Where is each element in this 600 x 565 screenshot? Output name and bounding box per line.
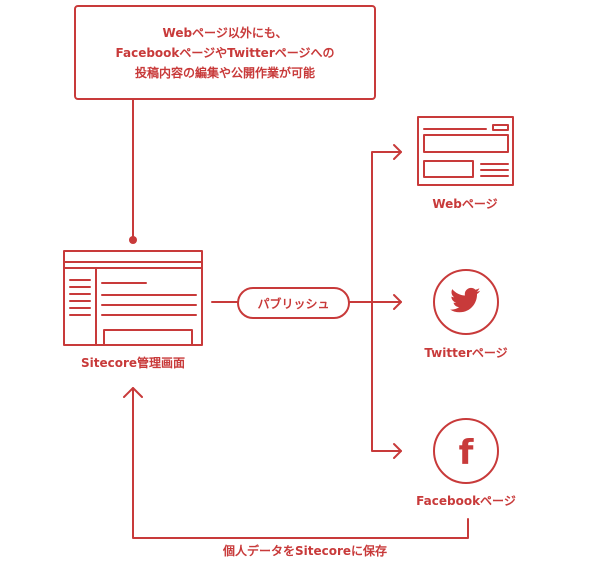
branch-connector-line <box>371 151 402 452</box>
web-page-icon <box>417 116 514 186</box>
facebook-arrowhead <box>393 443 402 459</box>
feedback-label: 個人データをSitecoreに保存 <box>180 543 430 559</box>
feedback-loop-line <box>132 387 469 539</box>
twitter-arrowhead <box>393 294 402 310</box>
feedback-arrowhead <box>123 387 143 398</box>
web-arrowhead <box>393 144 402 160</box>
publish-pill: パブリッシュ <box>237 287 350 319</box>
note-line-1: Webページ以外にも、 <box>162 25 288 40</box>
twitter-bird-icon <box>433 269 499 335</box>
web-label: Webページ <box>432 197 498 211</box>
connector-dot <box>129 236 137 244</box>
facebook-label: Facebookページ <box>416 494 516 508</box>
feature-note-box: Webページ以外にも、 FacebookページやTwitterページへの 投稿内… <box>74 5 376 100</box>
browser-window-icon <box>63 250 203 346</box>
note-line-3: 投稿内容の編集や公開作業が可能 <box>134 65 315 80</box>
twitter-label: Twitterページ <box>424 346 508 360</box>
sitecore-label: Sitecore管理画面 <box>80 356 186 370</box>
note-line-2: FacebookページやTwitterページへの <box>115 45 335 60</box>
publish-label: パブリッシュ <box>257 296 330 311</box>
facebook-circle-icon <box>433 418 499 484</box>
facebook-f-icon: f <box>459 433 475 473</box>
